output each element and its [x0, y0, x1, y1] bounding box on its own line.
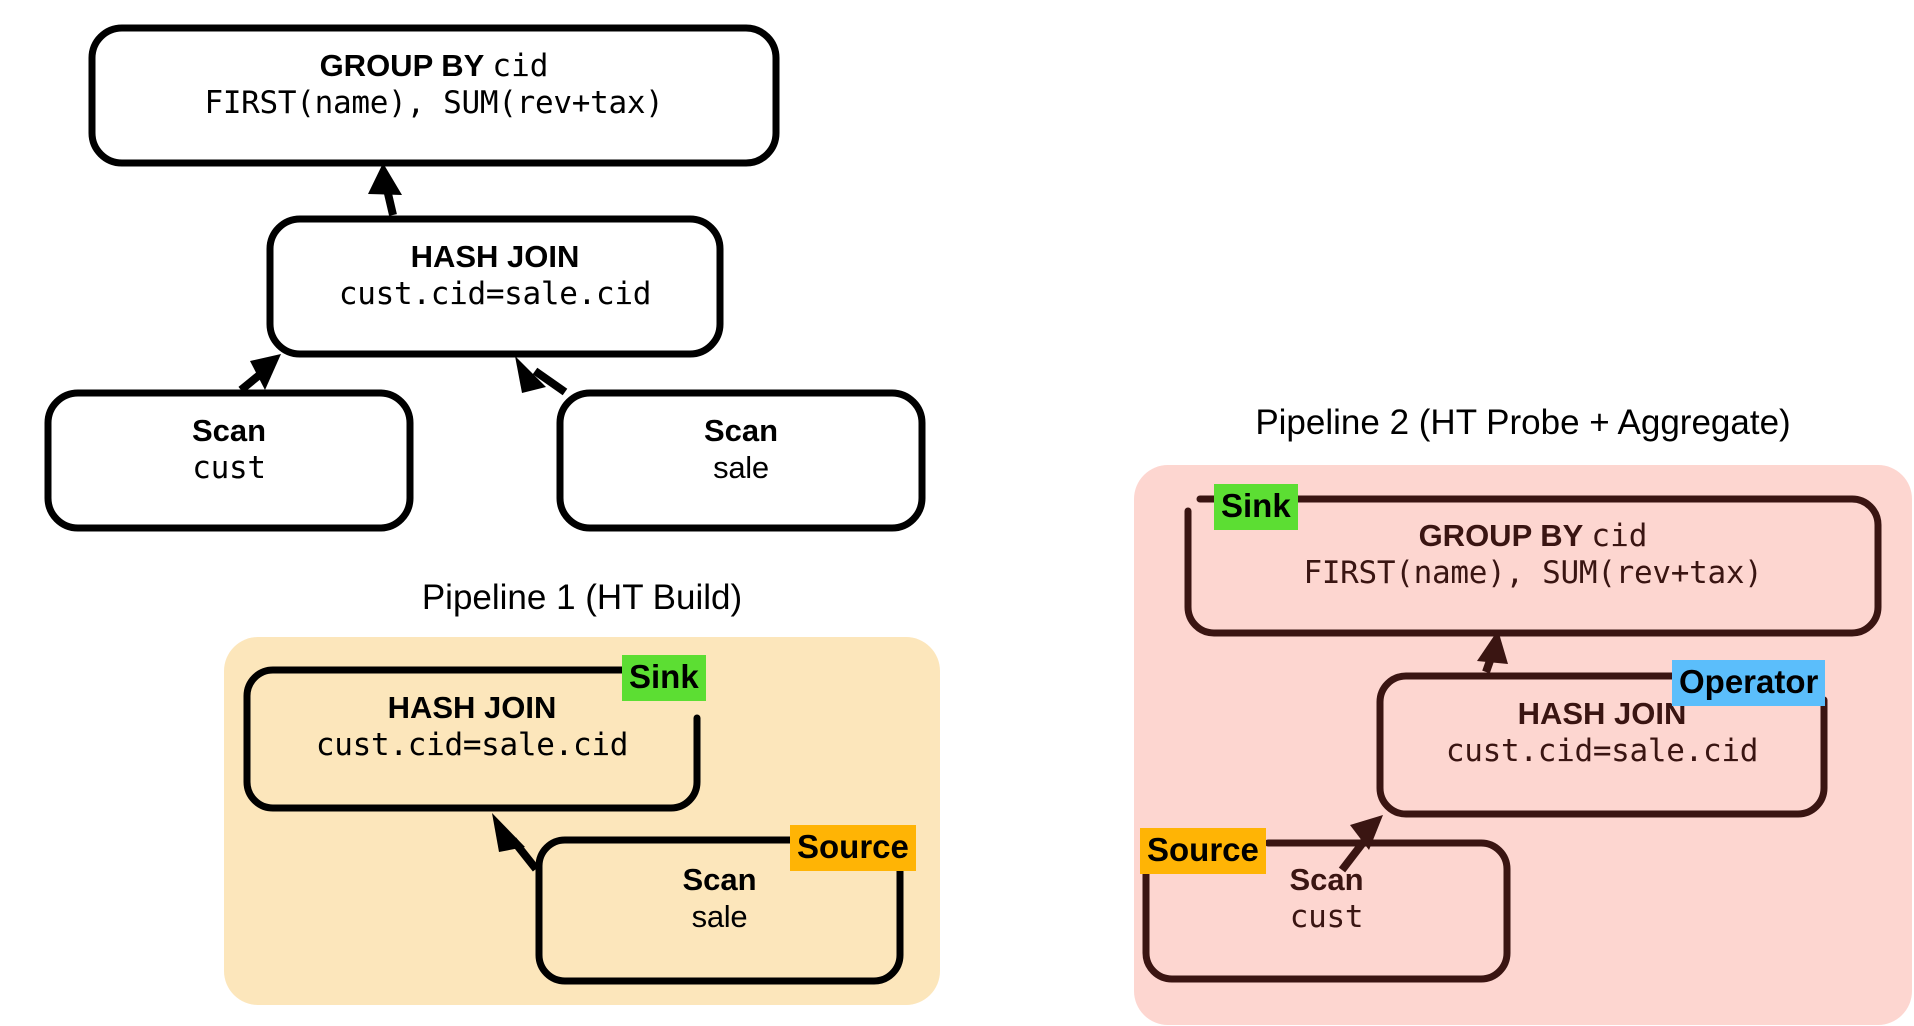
arrowhead-scansale-to-hashjoin [515, 356, 546, 393]
p1-arrowhead [492, 813, 525, 852]
p2-source-badge[interactable]: Source [1140, 828, 1266, 874]
p2-arrowhead-hashjoin [1350, 815, 1383, 850]
p1-source-badge[interactable]: Source [790, 825, 916, 871]
pipeline-2-title: Pipeline 2 (HT Probe + Aggregate) [1255, 403, 1791, 442]
p2-group-by-box [1184, 495, 1882, 637]
p2-sink-badge[interactable]: Sink [1214, 484, 1298, 530]
p2-arrowhead-groupby [1477, 630, 1508, 664]
pipeline-1-title: Pipeline 1 (HT Build) [421, 578, 743, 617]
p2-scan-cust-box [1142, 839, 1511, 983]
p2-edge-scancust-to-hashjoin [1338, 837, 1369, 873]
plan-scan-sale-box [556, 389, 926, 532]
pipeline-1-panel [224, 637, 940, 1005]
p2-operator-badge[interactable]: Operator [1672, 660, 1826, 706]
p1-hash-join-box [243, 666, 701, 812]
plan-group-by-box [88, 24, 780, 167]
plan-hash-join-box [266, 215, 724, 358]
plan-scan-cust-box [44, 389, 414, 532]
arrowhead-hashjoin-to-groupby [368, 163, 402, 195]
arrowhead-scancust-to-hashjoin [250, 354, 281, 390]
edge-scansale-to-hashjoin [532, 367, 568, 396]
p2-hash-join-box [1376, 672, 1828, 818]
p1-sink-badge[interactable]: Sink [622, 655, 706, 701]
p1-scan-sale-box [535, 836, 904, 985]
pipeline-2-panel [1134, 465, 1912, 1025]
